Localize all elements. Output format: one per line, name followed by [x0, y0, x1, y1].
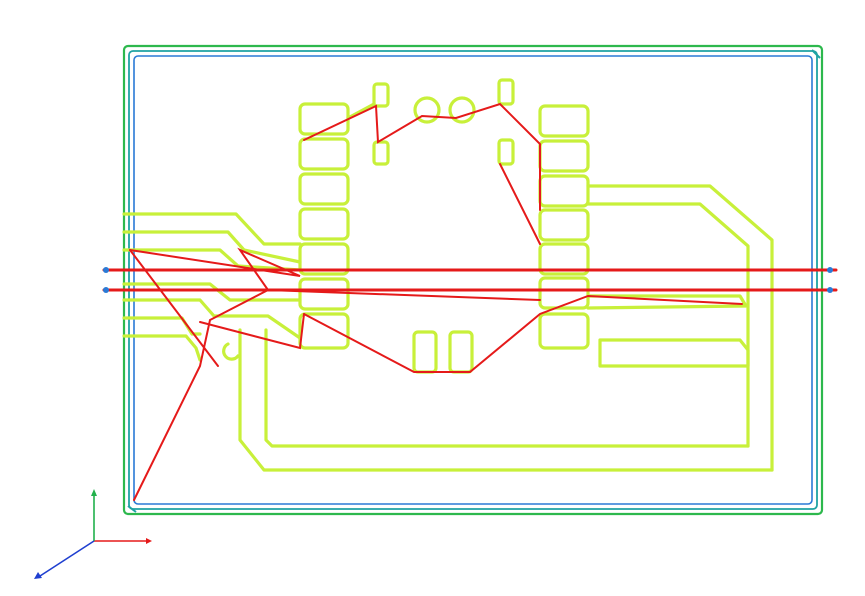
right-pad-7: [538, 312, 590, 350]
right-trace-outer: [586, 184, 774, 472]
top-round-pad-2: [448, 96, 476, 124]
left-pad-5: [298, 242, 350, 276]
outline-inner-blue: [133, 55, 813, 505]
top-slot-left-upper: [372, 82, 390, 108]
rapid-path-top: [303, 102, 541, 211]
top-components: [372, 78, 515, 166]
axis-gizmo: [34, 489, 152, 579]
right-slot-pad: [598, 338, 750, 368]
top-round-pad-1: [413, 96, 441, 124]
endpoint-right-upper: [827, 267, 833, 273]
left-pad-7: [298, 312, 350, 350]
right-pad-3: [538, 174, 590, 208]
outline-middle-teal: [128, 50, 818, 510]
bottom-slot-2: [448, 330, 474, 374]
left-trace-4: [122, 282, 302, 302]
right-pad-5: [538, 242, 590, 276]
left-trace-hook: [222, 342, 240, 361]
board-outline: [122, 44, 824, 516]
top-slot-right-upper: [497, 78, 515, 106]
rapid-path-cross: [267, 289, 541, 301]
right-pad-4: [538, 208, 590, 242]
left-trace-7: [122, 334, 202, 362]
bottom-components: [412, 330, 474, 374]
right-trace-inner: [586, 202, 750, 448]
rapid-moves: [102, 102, 838, 501]
left-trace-1: [122, 212, 302, 246]
outline-corner-tr: [811, 49, 821, 59]
rapid-path-lower-left: [133, 289, 269, 501]
left-trace-3: [122, 248, 302, 272]
endpoint-left-lower: [103, 287, 109, 293]
left-pad-3: [298, 172, 350, 206]
bottom-slot-1: [412, 330, 438, 374]
left-pad-6: [298, 277, 350, 311]
endpoint-left-upper: [103, 267, 109, 273]
outline-corner-bl: [127, 505, 137, 513]
rapid-path-bottom: [303, 294, 743, 373]
right-side-traces: [346, 102, 774, 472]
left-trace-5: [122, 298, 302, 340]
left-pad-2: [298, 137, 350, 171]
right-pad-6: [538, 276, 590, 310]
z-axis: [39, 540, 95, 577]
left-pad-column: [298, 102, 350, 350]
outline-outer-green: [122, 44, 824, 516]
rapid-line-endpoints: [103, 267, 833, 293]
rapid-path-left-cluster: [129, 247, 301, 291]
top-slot-left-lower: [372, 140, 390, 166]
right-pad-1: [538, 104, 590, 138]
right-pad-2: [538, 139, 590, 173]
right-trace-mid: [586, 294, 748, 310]
bottom-loop-inner: [264, 328, 750, 448]
left-connector-traces: [122, 212, 774, 472]
left-trace-2: [122, 230, 302, 264]
bottom-loop-outer: [238, 328, 774, 472]
left-pad-4: [298, 207, 350, 241]
x-axis-arrow: [146, 538, 152, 544]
endpoint-right-lower: [827, 287, 833, 293]
toolpath-traces: [122, 78, 774, 472]
z-axis-arrow: [34, 572, 42, 579]
trace-link-a: [346, 102, 376, 120]
top-slot-right-lower: [497, 138, 515, 166]
rapid-path-right-drop: [499, 163, 541, 245]
y-axis-arrow: [91, 489, 97, 496]
rapid-path-pad-link: [199, 313, 305, 350]
